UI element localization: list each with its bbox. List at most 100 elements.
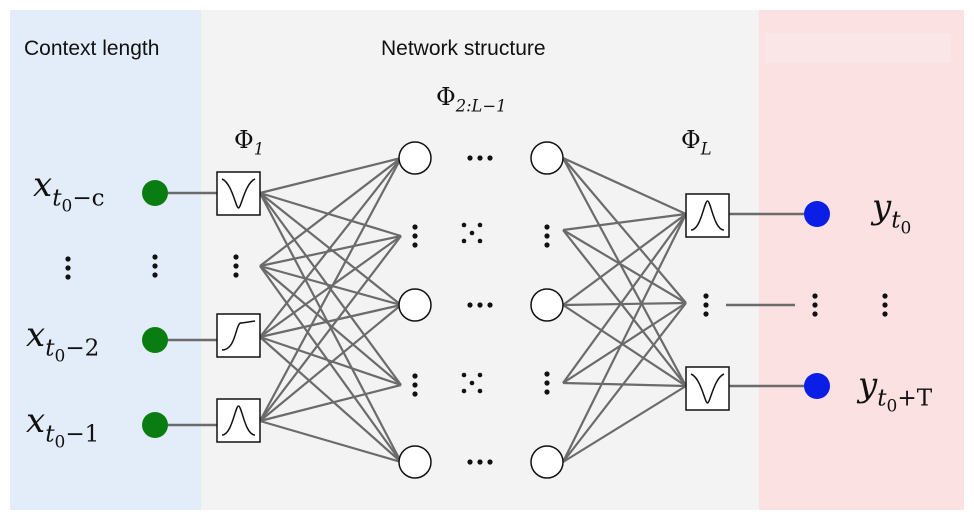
input-node — [142, 180, 168, 206]
layerL-edge — [562, 157, 687, 387]
bell-curve-icon — [690, 200, 725, 231]
layer1-edge — [259, 335, 402, 387]
diagonal-ellipsis — [469, 380, 475, 386]
diagonal-ellipsis — [461, 372, 467, 378]
hidden-node — [398, 288, 432, 322]
layer1-edge — [259, 234, 402, 268]
layerL-edge — [562, 304, 687, 387]
activation-box — [685, 193, 730, 238]
output-panel-title-box — [765, 33, 951, 63]
vertical-ellipsis — [152, 254, 158, 260]
layer1-edge — [259, 265, 402, 386]
bell-curve-icon — [221, 405, 256, 436]
layer1-edge — [259, 157, 402, 267]
output-label-t0: yt0 — [870, 187, 911, 239]
layer1-edge — [259, 235, 402, 422]
hidden-node — [530, 445, 564, 479]
layerL-edge — [562, 385, 687, 463]
network-structure-label: Network structure — [381, 37, 546, 60]
vertical-ellipsis — [703, 311, 709, 317]
vertical-ellipsis — [882, 311, 888, 317]
nodes-group — [142, 141, 830, 479]
diagonal-ellipsis — [477, 238, 483, 244]
layer1-edge — [259, 303, 402, 339]
diagonal-ellipsis — [461, 238, 467, 244]
vertical-ellipsis — [65, 274, 71, 280]
layerL-edge — [562, 156, 687, 216]
vertical-ellipsis — [882, 302, 888, 308]
layerL-edge — [562, 213, 687, 384]
phi-1-label: Φ1 — [234, 126, 264, 159]
diagonal-ellipsis — [477, 372, 483, 378]
layer1-edge — [259, 235, 402, 338]
vertical-ellipsis — [812, 302, 818, 308]
activation-box — [216, 398, 261, 443]
output-node — [804, 201, 830, 227]
diagonal-ellipsis — [477, 388, 483, 394]
diagonal-ellipsis — [461, 222, 467, 228]
layerL-edge — [562, 229, 687, 387]
vertical-ellipsis — [233, 254, 239, 260]
layerL-edge — [562, 213, 687, 306]
vertical-ellipsis — [412, 382, 418, 388]
valley-curve-icon — [221, 178, 256, 209]
layerL-edge — [562, 302, 687, 384]
layerL-edge — [562, 301, 687, 307]
vertical-ellipsis — [152, 263, 158, 269]
horizontal-ellipsis — [467, 459, 473, 465]
input-label-t0-minus-2: xt0−2 — [26, 315, 99, 367]
vertical-ellipsis — [812, 293, 818, 299]
phi-L-label: ΦL — [681, 126, 712, 159]
vertical-ellipsis — [703, 293, 709, 299]
vertical-ellipsis — [412, 242, 418, 248]
output-node — [804, 373, 830, 399]
vertical-ellipsis — [412, 391, 418, 397]
vertical-ellipsis — [812, 311, 818, 317]
layerL-edge — [562, 213, 687, 463]
layerL-edge — [562, 302, 687, 463]
horizontal-ellipsis — [467, 302, 473, 308]
vertical-ellipsis — [65, 265, 71, 271]
vertical-ellipsis — [544, 233, 550, 239]
vertical-ellipsis — [544, 242, 550, 248]
vertical-ellipsis — [412, 233, 418, 239]
activation-box — [685, 366, 730, 411]
vertical-ellipsis — [882, 293, 888, 299]
output-label-t0-plus-T: yt0+T — [856, 365, 933, 417]
layer1-edge — [259, 156, 402, 195]
layer1-edge — [259, 304, 402, 422]
layerL-edge — [562, 381, 687, 388]
vertical-ellipsis — [703, 302, 709, 308]
horizontal-ellipsis — [467, 155, 473, 161]
layer1-edge — [259, 419, 402, 464]
activation-box — [216, 171, 261, 216]
context-length-label: Context length — [24, 37, 160, 60]
context-panel — [10, 10, 201, 510]
layerL-edge — [562, 212, 687, 232]
layer1-edge — [259, 157, 402, 338]
layer1-edge — [259, 383, 402, 423]
vertical-ellipsis — [152, 272, 158, 278]
hidden-node — [530, 288, 564, 322]
horizontal-ellipsis — [477, 155, 483, 161]
hidden-node — [398, 141, 432, 175]
layerL-edge — [562, 157, 687, 304]
horizontal-ellipsis — [487, 459, 493, 465]
horizontal-ellipsis — [477, 459, 483, 465]
vertical-ellipsis — [544, 371, 550, 377]
horizontal-ellipsis — [487, 155, 493, 161]
vertical-ellipsis — [233, 272, 239, 278]
input-node — [142, 327, 168, 353]
input-node — [142, 412, 168, 438]
output-panel — [759, 10, 964, 510]
vertical-ellipsis — [544, 389, 550, 395]
horizontal-ellipsis — [477, 302, 483, 308]
layer1-edge — [259, 191, 402, 238]
vertical-ellipsis — [544, 224, 550, 230]
layer1-edge — [259, 336, 402, 463]
horizontal-ellipsis — [487, 302, 493, 308]
vertical-ellipsis — [412, 373, 418, 379]
